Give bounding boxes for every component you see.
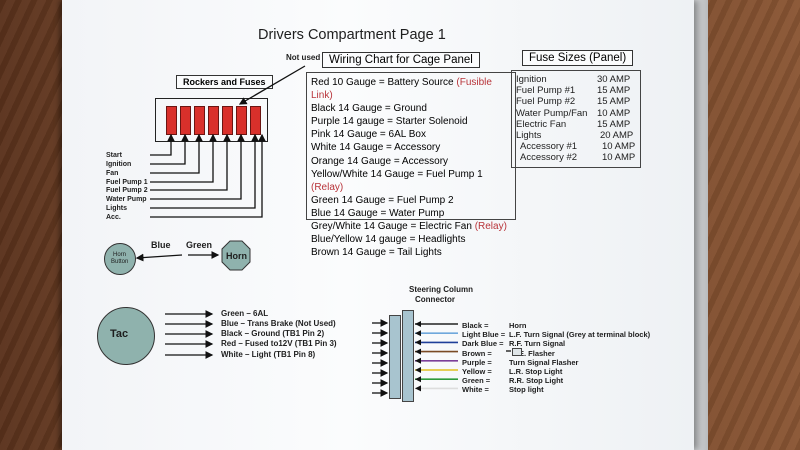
rocker-lead: [150, 133, 175, 156]
paper-edge: [694, 0, 708, 450]
wiring-row: Grey/White 14 Gauge = Electric Fan (Rela…: [311, 221, 507, 233]
wiring-row: Black 14 Gauge = Ground: [311, 103, 427, 115]
rocker-lead: [150, 133, 217, 183]
rockers-fuses-header: Rockers and Fuses: [176, 75, 273, 89]
steering-wire-arrowhead: [415, 367, 421, 373]
wiring-row: Yellow/White 14 Gauge = Fuel Pump 1 (Rel…: [311, 168, 483, 193]
steering-func-label: R.R. Stop Light: [509, 376, 564, 386]
steering-wire-arrowhead: [415, 330, 421, 337]
steering-title-1: Steering Column: [409, 285, 474, 294]
rocker-lead: [150, 133, 266, 218]
rocker-lead: [150, 133, 189, 165]
fuse-sizes-box: [511, 70, 641, 168]
page-title: Drivers Compartment Page 1: [258, 27, 446, 43]
horn-button: [104, 243, 136, 275]
steering-color-label: Yellow =: [462, 367, 492, 377]
tac-label: Tac: [110, 328, 129, 340]
paper-sheet: [62, 0, 694, 450]
tac-gauge: [97, 307, 155, 365]
horn-octagon: [221, 240, 251, 271]
wiring-row: Brown 14 Gauge = Tail Lights: [311, 247, 442, 259]
rocker-label-lights: Lights: [106, 205, 127, 212]
not-used-label: Not used: [286, 53, 321, 62]
steering-color-label: Purple =: [462, 357, 492, 367]
tac-wire-black: Black – Ground (TB1 Pin 2): [221, 329, 325, 338]
horn-button-label-2: Button: [111, 259, 129, 265]
steering-wire-arrowhead: [415, 357, 421, 364]
steering-wire-arrowhead: [415, 348, 421, 355]
wiring-chart-box: [306, 72, 516, 220]
connector-block-left: [389, 315, 401, 399]
steering-func-label: Stop light: [509, 385, 544, 395]
rocker-lead: [150, 133, 245, 200]
tac-wire-red: Red – Fused to12V (TB1 Pin 3): [221, 339, 337, 348]
wiring-row: White 14 Gauge = Accessory: [311, 142, 441, 154]
steering-wire-arrowhead: [415, 376, 421, 383]
rocker-label-fan: Fan: [106, 170, 119, 177]
wiring-row: Blue 14 Gauge = Water Pump: [311, 207, 445, 219]
fuse-sizes-header: Fuse Sizes (Panel): [522, 50, 634, 66]
horn-blue-wire: [135, 253, 183, 262]
connector-block-right: [402, 310, 414, 402]
rocker-panel: [155, 98, 268, 142]
rocker-lead: [150, 133, 231, 191]
steering-func-label: L.F. Turn Signal (Grey at terminal block…: [509, 330, 651, 340]
tac-wire-white: White – Light (TB1 Pin 8): [221, 350, 316, 359]
steering-func-label: L.R. Stop Light: [509, 367, 563, 377]
steering-functions: Horn L.F. Turn Signal (Grey at terminal …: [509, 321, 650, 395]
rocker-label-start: Start: [106, 152, 122, 159]
steering-color-label: Dark Blue =: [462, 339, 504, 349]
steering-wire-arrowhead: [415, 385, 421, 392]
tac-wire-green: Green – 6AL: [221, 309, 269, 318]
steering-color-label: Green =: [462, 376, 491, 386]
wiring-chart-header: Wiring Chart for Cage Panel: [322, 52, 480, 68]
steering-colors: Black = Light Blue = Dark Blue = Brown =…: [462, 321, 505, 395]
horn-wire-blue-label: Blue: [151, 240, 171, 250]
wiring-row: Pink 14 Gauge = 6AL Box: [311, 129, 426, 141]
wiring-row: Orange 14 Gauge = Accessory: [311, 155, 449, 167]
steering-func-label: E. Flasher: [519, 348, 555, 358]
steering-color-label: White =: [462, 385, 489, 395]
steering-func-label: Horn: [509, 321, 527, 330]
steering-color-label: Brown =: [462, 348, 492, 358]
horn-button-label-1: Horn: [113, 252, 127, 258]
steering-func-label: R.F. Turn Signal: [509, 339, 566, 349]
steering-wire-arrowhead: [415, 339, 421, 346]
wiring-row: Blue/Yellow 14 gauge = Headlights: [311, 234, 466, 246]
rocker-lead: [150, 133, 203, 174]
steering-title-2: Connector: [415, 295, 455, 304]
wiring-row: Purple 14 gauge = Starter Solenoid: [311, 116, 468, 128]
horn-wire-green-label: Green: [186, 240, 213, 250]
steering-color-label: Black =: [462, 321, 489, 330]
wiring-chart-list: Red 10 Gauge = Battery Source (Fusible L…: [311, 76, 511, 259]
wiring-row: Green 14 Gauge = Fuel Pump 2: [311, 194, 454, 206]
rocker-label-ignition: Ignition: [106, 161, 132, 168]
flasher-box: [512, 348, 522, 356]
steering-color-label: Light Blue =: [462, 330, 506, 340]
not-used-arrow: [238, 65, 306, 105]
tac-wire-blue: Blue – Trans Brake (Not Used): [221, 319, 336, 328]
wiring-row: Red 10 Gauge = Battery Source (Fusible L…: [311, 77, 492, 102]
steering-wire-arrowhead: [415, 321, 421, 327]
rocker-label-fuel-pump-2: Fuel Pump 2: [106, 187, 148, 194]
rocker-label-water-pump: Water Pump: [106, 196, 147, 203]
steering-wires: [415, 321, 458, 392]
rocker-lead: [150, 133, 259, 209]
rocker-label-fuel-pump-1: Fuel Pump 1: [106, 179, 148, 186]
horn-label: Horn: [226, 251, 247, 261]
rocker-label-acc: Acc.: [106, 214, 121, 221]
steering-func-label: Turn Signal Flasher: [509, 357, 579, 367]
